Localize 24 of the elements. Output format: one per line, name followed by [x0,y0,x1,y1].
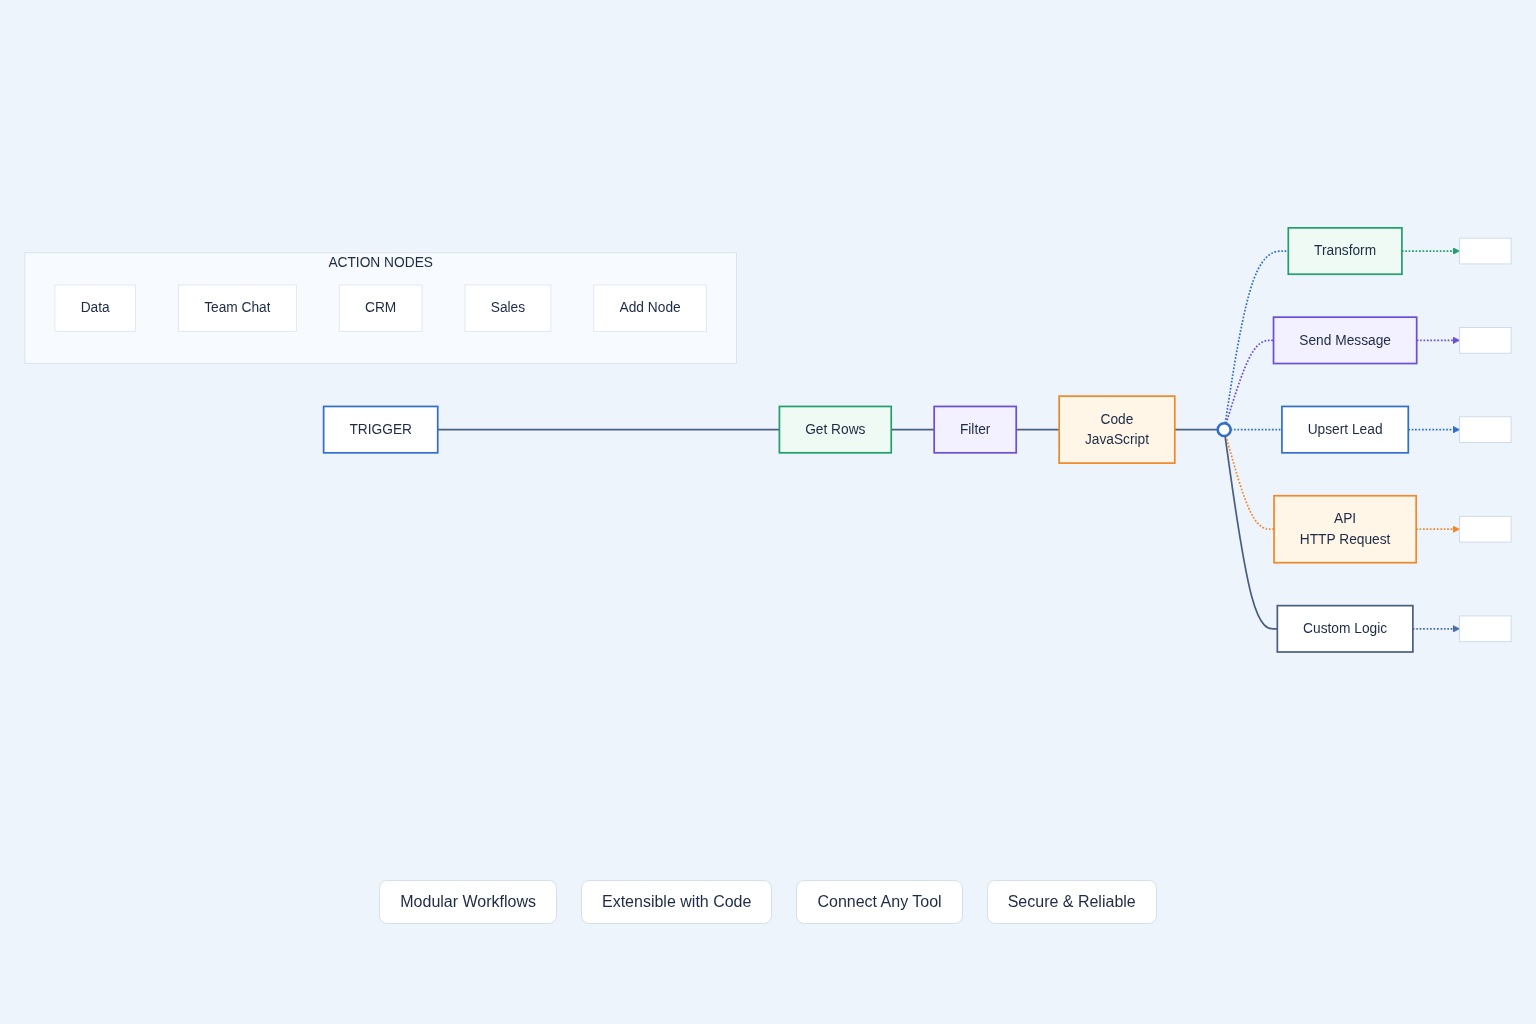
node-box: CRM [338,284,423,332]
feature-label: Connect Any Tool [796,880,963,924]
node-box [1459,237,1512,265]
feature-label: Secure & Reliable [986,880,1157,924]
node-box: Transform [1287,227,1403,276]
node-box: Data [54,284,136,332]
node-box: Get Rows [778,405,893,454]
node-box [1459,327,1512,354]
node-box: Custom Logic [1276,604,1414,653]
node-box [1459,615,1512,643]
node-box [1459,416,1512,443]
node-box: Code JavaScript [1058,395,1176,465]
node-box: Filter [933,405,1018,454]
node-box: Send Message [1272,316,1418,365]
node-box: Team Chat [177,284,297,332]
node-box: Sales [464,284,552,332]
feature-label: Modular Workflows [379,880,557,924]
node-box: API HTTP Request [1273,494,1418,564]
node-box [1459,516,1512,543]
node-box: TRIGGER [322,405,439,454]
node-box: Add Node [593,284,707,332]
feature-label: Extensible with Code [581,880,773,924]
node-box: Upsert Lead [1281,405,1410,454]
node-circle [1216,421,1232,438]
